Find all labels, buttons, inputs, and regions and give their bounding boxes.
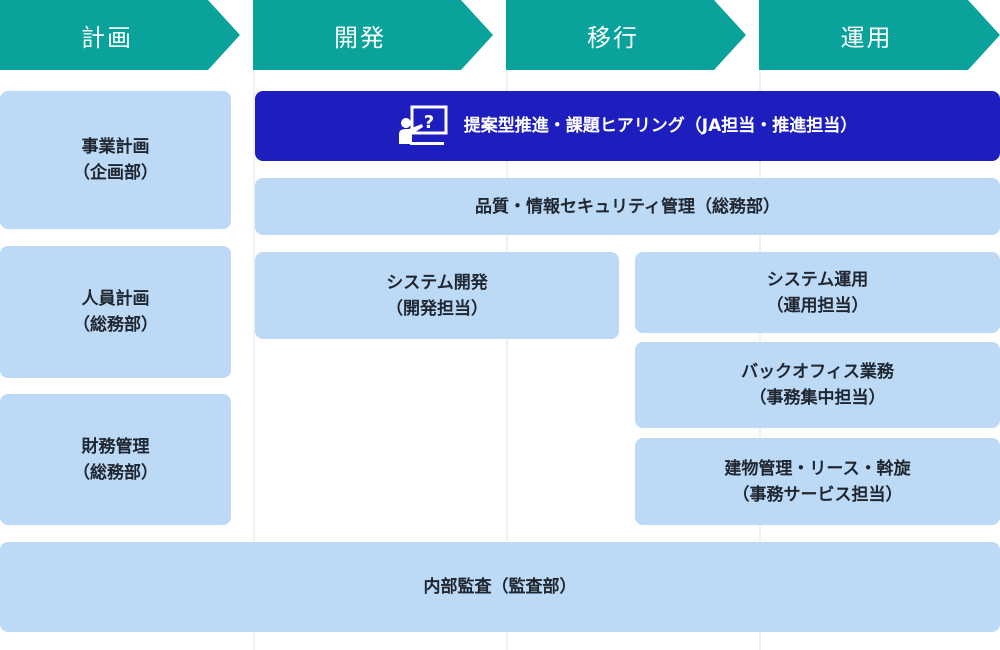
svg-text:?: ? bbox=[424, 112, 434, 133]
phase-development: 開発 bbox=[253, 0, 493, 70]
box-department: （企画部） bbox=[73, 163, 158, 183]
box-title: 財務管理 bbox=[81, 436, 150, 457]
box-title: 事業計画 bbox=[81, 137, 150, 157]
box-title: システム開発 bbox=[386, 272, 488, 293]
box-title: 人員計画 bbox=[81, 289, 150, 309]
staffing-planning-box: 人員計画 （総務部） bbox=[0, 246, 231, 378]
box-department: （事務サービス担当） bbox=[732, 484, 903, 505]
building-management-box: 建物管理・リース・斡旋 （事務サービス担当） bbox=[635, 438, 1000, 525]
box-title: 品質・情報セキュリティ管理（総務部） bbox=[475, 196, 780, 217]
box-department: （運用担当） bbox=[766, 295, 869, 316]
back-office-box: バックオフィス業務 （事務集中担当） bbox=[635, 342, 1000, 428]
box-department: （開発担当） bbox=[386, 298, 488, 319]
box-title: バックオフィス業務 bbox=[741, 362, 894, 382]
phase-planning: 計画 bbox=[0, 0, 240, 70]
column-divider bbox=[253, 70, 255, 650]
proposal-hearing-box: ? 提案型推進・課題ヒアリング（JA担当・推進担当） bbox=[255, 91, 1000, 161]
business-planning-box: 事業計画 （企画部） bbox=[0, 91, 231, 229]
system-development-box: システム開発 （開発担当） bbox=[255, 252, 619, 339]
box-title: 建物管理・リース・斡旋 bbox=[724, 458, 911, 479]
phase-migration: 移行 bbox=[506, 0, 746, 70]
system-operation-box: システム運用 （運用担当） bbox=[635, 252, 1000, 333]
column-divider bbox=[506, 70, 508, 650]
internal-audit-box: 内部監査（監査部） bbox=[0, 542, 1000, 632]
box-department: （総務部） bbox=[73, 462, 158, 483]
box-title: 内部監査（監査部） bbox=[423, 577, 577, 597]
box-department: （総務部） bbox=[73, 315, 158, 335]
presenter-icon: ? bbox=[398, 105, 448, 145]
phase-operation: 運用 bbox=[759, 0, 1000, 70]
box-title: システム運用 bbox=[766, 269, 869, 290]
quality-security-box: 品質・情報セキュリティ管理（総務部） bbox=[255, 178, 1000, 235]
box-department: （事務集中担当） bbox=[749, 388, 886, 408]
box-title: 提案型推進・課題ヒアリング（JA担当・推進担当） bbox=[463, 116, 858, 136]
financial-management-box: 財務管理 （総務部） bbox=[0, 394, 231, 525]
